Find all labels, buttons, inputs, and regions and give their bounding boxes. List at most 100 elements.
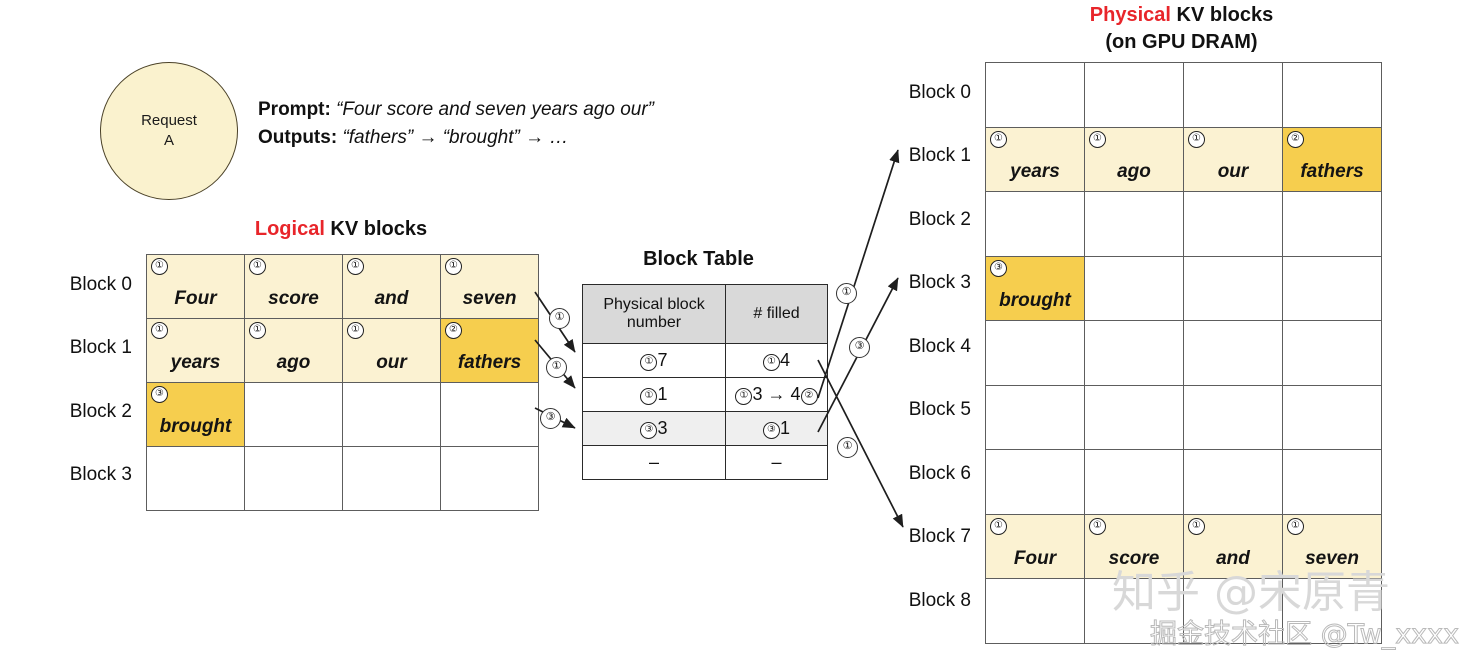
prompt-text: “Four score and seven years ago our”: [336, 99, 654, 120]
request-label-line2: A: [163, 132, 174, 149]
physical-cell: [1183, 320, 1283, 386]
physical-row: [985, 449, 1382, 515]
physical-cell: [1084, 578, 1184, 644]
cell-token: seven: [1305, 548, 1359, 569]
physical-index-badge: ①: [640, 388, 658, 405]
cell-token: seven: [462, 288, 517, 309]
physical-cell: [1084, 384, 1184, 450]
arrow-badge-logical2: ③: [540, 408, 561, 429]
physical-row-label: Block 2: [908, 208, 971, 230]
physical-value: –: [648, 452, 659, 472]
physical-value: 7: [657, 350, 668, 370]
physical-cell: [1282, 191, 1382, 257]
cell-index-badge: ③: [990, 259, 1007, 277]
cell-token: [245, 502, 342, 510]
cell-index-badge: ①: [1188, 517, 1205, 535]
cell-index-badge: ①: [347, 258, 364, 275]
cell-token: [1283, 377, 1381, 385]
block-table-header-row: Physical block number # filled: [582, 284, 828, 344]
logical-cell: [244, 446, 343, 511]
cell-token: [1283, 506, 1381, 514]
cell-index-badge: ②: [445, 322, 462, 339]
cell-index-badge: ①: [445, 258, 462, 275]
logical-title-rest: KV blocks: [324, 218, 428, 240]
logical-row-label: Block 0: [69, 273, 132, 295]
cell-index-badge: ①: [347, 322, 364, 339]
physical-cell: [1282, 449, 1382, 515]
cell-index-badge: ①: [1089, 130, 1106, 148]
logical-cell: [342, 446, 441, 511]
cell-index-badge: ①: [1089, 517, 1106, 535]
physical-row: [985, 62, 1382, 128]
physical-row-label: Block 5: [908, 399, 971, 421]
cell-token: [441, 502, 538, 510]
physical-row-label: Block 4: [908, 335, 971, 357]
physical-row: [985, 191, 1382, 257]
cell-index-badge: ②: [1287, 130, 1304, 148]
physical-cell: [1183, 191, 1283, 257]
arrow-badge-phys-b1: ①: [836, 283, 857, 304]
cell-token: [986, 441, 1084, 449]
header-physical-line2: number: [626, 314, 682, 331]
cell-token: [1085, 377, 1183, 385]
prompt-label: Prompt:: [258, 99, 331, 120]
arrow-badge-phys-b3: ③: [849, 337, 870, 358]
logical-row-label: Block 3: [69, 463, 132, 485]
logical-cell: [440, 446, 539, 511]
logical-kv-title: Logical KV blocks: [146, 218, 536, 241]
physical-cell: [1282, 62, 1382, 128]
physical-title-line1: Physical KV blocks: [985, 2, 1378, 29]
cell-token: [245, 438, 342, 446]
filled-value: 4: [779, 350, 790, 370]
logical-row: [146, 446, 539, 511]
cell-token: years: [170, 352, 221, 373]
cell-index-badge: ①: [151, 322, 168, 339]
physical-cell: [1183, 62, 1283, 128]
filled-value: 3 → 4: [752, 384, 801, 404]
logical-cell: [342, 382, 441, 447]
cell-token: [1283, 119, 1381, 127]
block-table-title: Block Table: [643, 248, 754, 270]
physical-title-rest: KV blocks: [1170, 4, 1274, 26]
physical-cell: [985, 62, 1085, 128]
cell-token: [1184, 377, 1282, 385]
logical-row-label: Block 1: [69, 337, 132, 359]
filled-index-badge: ①: [762, 354, 780, 371]
prompt-outputs-block: Prompt: “Four score and seven years ago …: [258, 96, 654, 151]
cell-token: brought: [159, 416, 232, 437]
physical-cell: [1282, 578, 1382, 644]
logical-accent-word: Logical: [254, 218, 325, 240]
physical-row-label: Block 1: [908, 145, 971, 167]
cell-token: [1184, 312, 1282, 320]
filled-index-badge: ①: [735, 388, 753, 405]
block-table-header-filled: # filled: [725, 284, 828, 344]
physical-cell: [1084, 62, 1184, 128]
cell-token: score: [268, 288, 319, 309]
physical-cell: [985, 191, 1085, 257]
physical-cell: [1282, 320, 1382, 386]
cell-token: [1085, 119, 1183, 127]
cell-token: [1085, 506, 1183, 514]
physical-cell: [1282, 255, 1382, 321]
